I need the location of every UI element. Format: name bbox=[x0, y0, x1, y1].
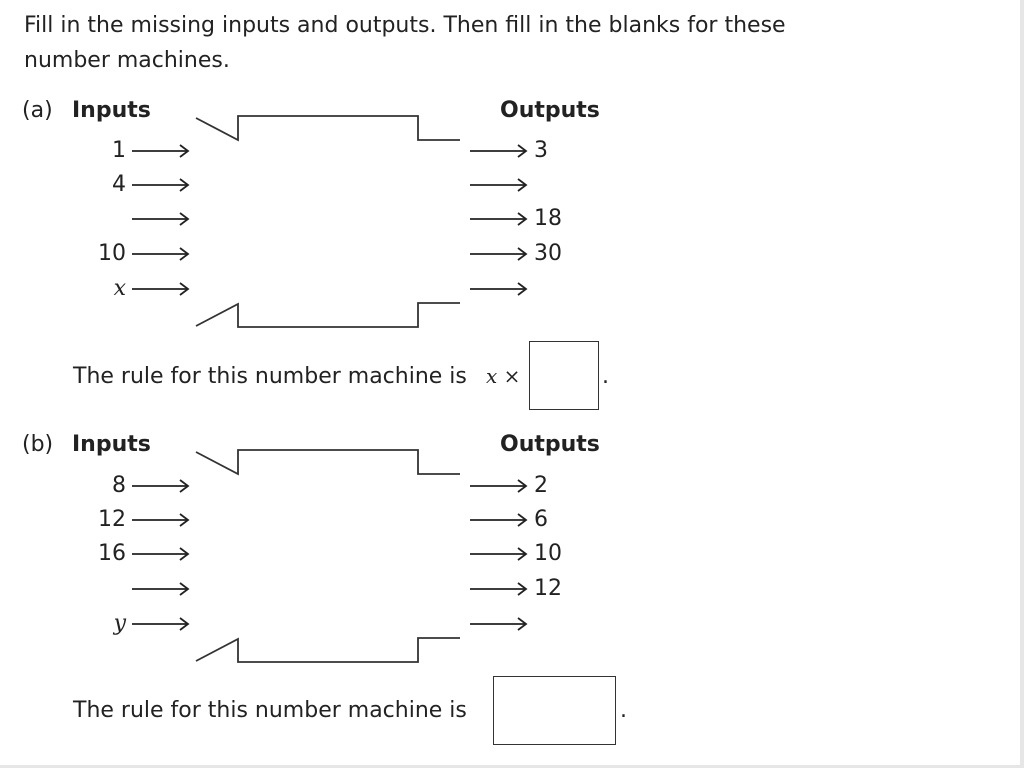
missing-output-blank[interactable] bbox=[532, 612, 578, 636]
output-arrows-a bbox=[470, 144, 528, 296]
page-edge-bottom bbox=[0, 765, 1024, 768]
output-value: 3 bbox=[534, 138, 548, 163]
rule-sentence-b: The rule for this number machine is bbox=[73, 698, 467, 723]
output-value: 30 bbox=[534, 241, 562, 266]
rule-prefix-a: x × bbox=[486, 364, 521, 388]
input-value: 12 bbox=[98, 507, 126, 532]
input-variable: y bbox=[113, 611, 126, 636]
output-value: 10 bbox=[534, 541, 562, 566]
output-arrows-b bbox=[470, 479, 528, 631]
input-value: 8 bbox=[112, 473, 126, 498]
missing-input-blank[interactable] bbox=[80, 577, 126, 601]
input-value: 16 bbox=[98, 541, 126, 566]
output-value: 18 bbox=[534, 206, 562, 231]
output-value: 2 bbox=[534, 473, 548, 498]
instruction-line-1: Fill in the missing inputs and outputs. … bbox=[24, 13, 786, 38]
rule-sentence-a: The rule for this number machine is bbox=[73, 364, 467, 389]
output-value: 12 bbox=[534, 576, 562, 601]
rule-suffix-b: . bbox=[620, 698, 627, 723]
rule-suffix-a: . bbox=[602, 364, 609, 389]
rule-answer-box-a[interactable] bbox=[529, 341, 599, 410]
rule-answer-box-b[interactable] bbox=[493, 676, 616, 745]
page-edge-right bbox=[1020, 0, 1024, 768]
part-label-b: (b) bbox=[22, 432, 54, 457]
input-arrows-b bbox=[132, 479, 190, 631]
input-value: 10 bbox=[98, 241, 126, 266]
outputs-heading-b: Outputs bbox=[500, 432, 600, 457]
instruction-line-2: number machines. bbox=[24, 48, 230, 73]
input-arrows-a bbox=[132, 144, 190, 296]
outputs-heading-a: Outputs bbox=[500, 98, 600, 123]
input-value: 1 bbox=[112, 138, 126, 163]
input-value: 4 bbox=[112, 172, 126, 197]
output-value: 6 bbox=[534, 507, 548, 532]
input-variable: x bbox=[113, 276, 126, 301]
inputs-heading-b: Inputs bbox=[72, 432, 151, 457]
part-label-a: (a) bbox=[22, 98, 53, 123]
inputs-heading-a: Inputs bbox=[72, 98, 151, 123]
